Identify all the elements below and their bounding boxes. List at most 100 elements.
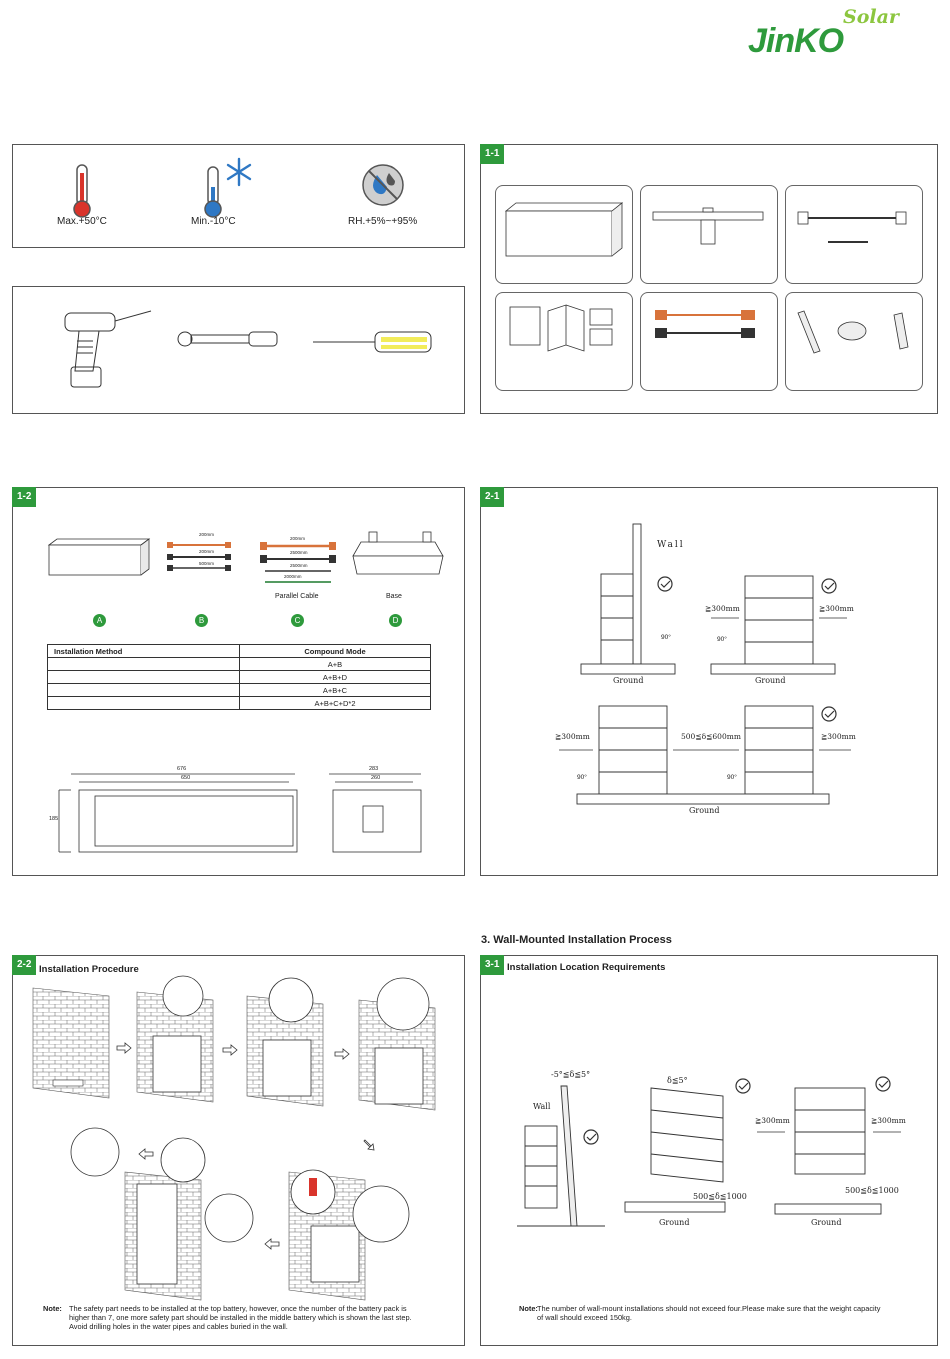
item-connection-cables <box>640 292 778 391</box>
dim-front-total: 676 <box>177 766 187 772</box>
cable-c-length-2: 2500mm <box>290 550 308 555</box>
screwdriver-icon <box>313 331 432 353</box>
section-3-heading: 3. Wall-Mounted Installation Process <box>481 934 672 946</box>
table-row: A+B+C <box>47 683 431 697</box>
panel-1-2: 1-2 <box>12 487 465 876</box>
part-a-battery-icon <box>47 538 151 576</box>
table-header: Compound Mode <box>239 644 431 658</box>
part-c-label: Parallel Cable <box>275 593 319 600</box>
gap-label-right: ≧300mm <box>819 604 854 613</box>
cable-icon <box>797 211 907 243</box>
panel-2-2: 2-2 Installation Procedure <box>12 955 465 1346</box>
brand-logo-sub: Solar <box>843 6 899 28</box>
note-label: Note: <box>519 1304 538 1313</box>
panel-tag: 3-1 <box>480 955 505 975</box>
documents-icon <box>509 304 613 352</box>
cable-b-length-3: 500mm <box>199 561 215 566</box>
gap-label-left: ≧300mm <box>705 604 740 613</box>
wall-mount-requirements-diagram <box>517 1076 901 1227</box>
dim-height: 185 <box>49 816 59 822</box>
min-temp-label: Min.-10°C <box>191 216 236 227</box>
drill-icon <box>64 310 152 388</box>
item-power-cable <box>785 185 923 284</box>
table-row: A+B+D <box>47 670 431 684</box>
table-cell: A+B+D <box>239 670 431 684</box>
angle-label-1: 90° <box>661 634 671 641</box>
parts-illustration <box>47 531 444 853</box>
gap-label-bottom-right: ≧300mm <box>821 732 856 741</box>
brand-logo: JinKO <box>748 22 844 60</box>
panel-title: Installation Location Requirements <box>507 962 666 973</box>
wall-label: Wall <box>657 540 685 550</box>
table-row: A+B+C+D*2 <box>47 696 431 710</box>
table-cell: A+B+C+D*2 <box>239 696 431 710</box>
floor-installation-diagram <box>559 523 851 805</box>
note-line-3: Avoid drilling holes in the water pipes … <box>69 1322 288 1332</box>
part-d-label: Base <box>386 593 402 600</box>
thermometer-hot-icon <box>73 164 91 218</box>
panel-tag: 1-2 <box>12 487 37 507</box>
note-label: Note: <box>43 1304 62 1313</box>
dim-side-total: 283 <box>369 766 379 772</box>
ground-label-3: Ground <box>689 806 720 815</box>
tilt-range-label: -5°≦δ≦5° <box>551 1070 591 1079</box>
check-icons <box>657 576 837 722</box>
panel-tag: 1-1 <box>480 144 505 164</box>
side-dimension-drawing <box>329 773 422 853</box>
panel-1-1: 1-1 <box>480 144 938 414</box>
environment-icons <box>73 157 404 218</box>
procedure-note: Note: The safety part needs to be instal… <box>43 1304 412 1332</box>
panel-tag: 2-1 <box>480 487 505 507</box>
note-line-2: higher than 7, one more safety part shou… <box>69 1313 412 1323</box>
tools-illustration <box>64 310 432 388</box>
angle-label-3: 90° <box>577 774 587 781</box>
angle-label-4: 90° <box>727 774 737 781</box>
angle-label-2: 90° <box>717 636 727 643</box>
gap-range-label: 500≦δ≦600mm <box>681 732 741 741</box>
note-line-1: The number of wall-mount installations s… <box>537 1304 881 1313</box>
tools-panel <box>12 286 465 414</box>
part-d-base-icon <box>352 531 444 575</box>
item-battery-module <box>495 185 633 284</box>
item-mounting-bracket <box>640 185 778 284</box>
item-documents <box>495 292 633 391</box>
part-b-cables-icon <box>167 542 231 571</box>
marker-c: C <box>291 614 304 627</box>
table-header-row: Installation Method Compound Mode <box>47 644 431 658</box>
table-cell: A+B <box>239 657 431 671</box>
cable-c-length-1: 200mm <box>290 536 306 541</box>
panel-tag: 2-2 <box>12 955 37 975</box>
location-note: Note: The number of wall-mount installat… <box>519 1304 880 1322</box>
max-temp-label: Max.+50°C <box>57 216 107 227</box>
table-row: A+B <box>47 657 431 671</box>
cable-c-length-4: 2000mm <box>284 574 302 579</box>
gap-label-bottom-left: ≧300mm <box>555 732 590 741</box>
table-header: Installation Method <box>47 644 240 658</box>
item-screws-anchors <box>785 292 923 391</box>
cable-b-length-1: 200mm <box>199 532 215 537</box>
installation-procedure-diagram <box>32 975 436 1301</box>
wall-label: Wall <box>533 1102 551 1111</box>
part-c-cables-icon <box>260 542 336 583</box>
ground-label-1: Ground <box>613 676 644 685</box>
gap-label-right: ≧300mm <box>871 1116 906 1125</box>
cable-b-length-2: 200mm <box>199 549 215 554</box>
marker-d: D <box>389 614 402 627</box>
cable-c-length-3: 2500mm <box>290 563 308 568</box>
marker-b: B <box>195 614 208 627</box>
panel-3-1: 3-1 Installation Location Requirements -… <box>480 955 938 1346</box>
dim-side-inner: 260 <box>371 775 381 781</box>
environment-panel: Max.+50°C Min.-10°C RH.+5%~+95% <box>12 144 465 248</box>
table-cell: A+B+C <box>239 683 431 697</box>
screws-icon <box>797 310 909 354</box>
connection-cables-icon <box>655 310 755 338</box>
panel-2-1: 2-1 Wall Ground Gr <box>480 487 938 876</box>
panel-title: Installation Procedure <box>39 964 139 975</box>
gap-range-label-2: 500≦δ≦1000 <box>845 1186 899 1195</box>
front-dimension-drawing <box>58 773 298 853</box>
ground-label-2: Ground <box>755 676 786 685</box>
gap-range-label-1: 500≦δ≦1000 <box>693 1192 747 1201</box>
bracket-icon <box>652 207 764 245</box>
no-humidity-icon <box>362 164 404 206</box>
note-line-2: of wall should exceed 150kg. <box>537 1313 632 1323</box>
